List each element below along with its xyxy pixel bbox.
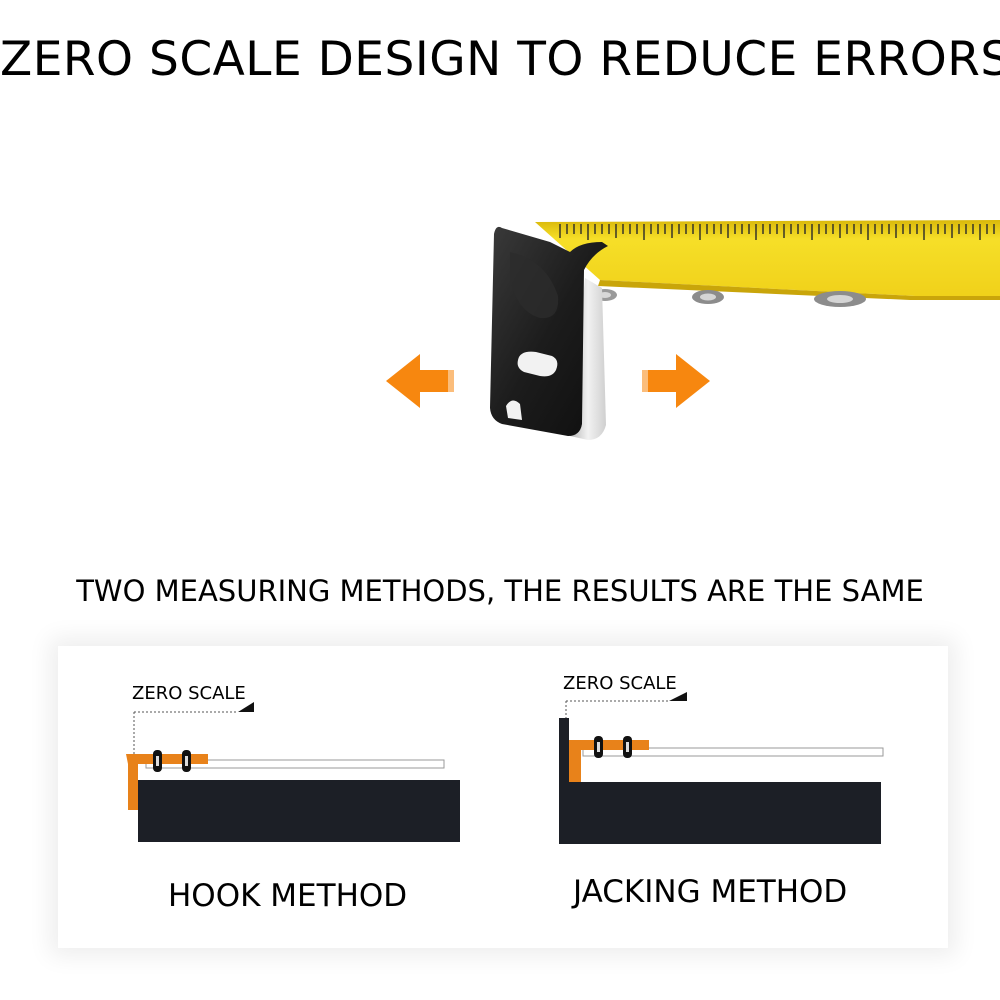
- orange-hook: [126, 754, 208, 810]
- jacking-method-diagram: ZERO SCALE JACKING METHOD: [503, 646, 948, 948]
- zero-scale-label: ZERO SCALE: [563, 673, 677, 694]
- tape-measure-graphic: [386, 220, 1000, 440]
- methods-panel: ZERO SCALE HOOK METHOD: [58, 646, 948, 948]
- hook-method-graphic: [126, 702, 460, 842]
- arrow-left-icon: [386, 354, 454, 408]
- orange-hook: [569, 740, 649, 782]
- zero-scale-label: ZERO SCALE: [132, 683, 246, 704]
- tape-ticks: [559, 224, 995, 240]
- hook-slot: [517, 351, 558, 377]
- jacking-method-graphic: [559, 692, 884, 844]
- arrow-right-icon: [642, 354, 710, 408]
- workpiece-block: [138, 780, 460, 842]
- rivets: [593, 289, 866, 307]
- tape-blade: [535, 220, 1000, 296]
- jacking-method-label: JACKING METHOD: [573, 874, 848, 910]
- workpiece-block: [559, 782, 881, 844]
- wall-block: [559, 718, 569, 844]
- section-subtitle: TWO MEASURING METHODS, THE RESULTS ARE T…: [76, 574, 924, 608]
- tape-measure-illustration: [370, 200, 1000, 460]
- page-title: ZERO SCALE DESIGN TO REDUCE ERRORS: [0, 32, 1000, 87]
- hook-method-diagram: ZERO SCALE HOOK METHOD: [58, 646, 503, 948]
- hook-method-label: HOOK METHOD: [168, 878, 408, 914]
